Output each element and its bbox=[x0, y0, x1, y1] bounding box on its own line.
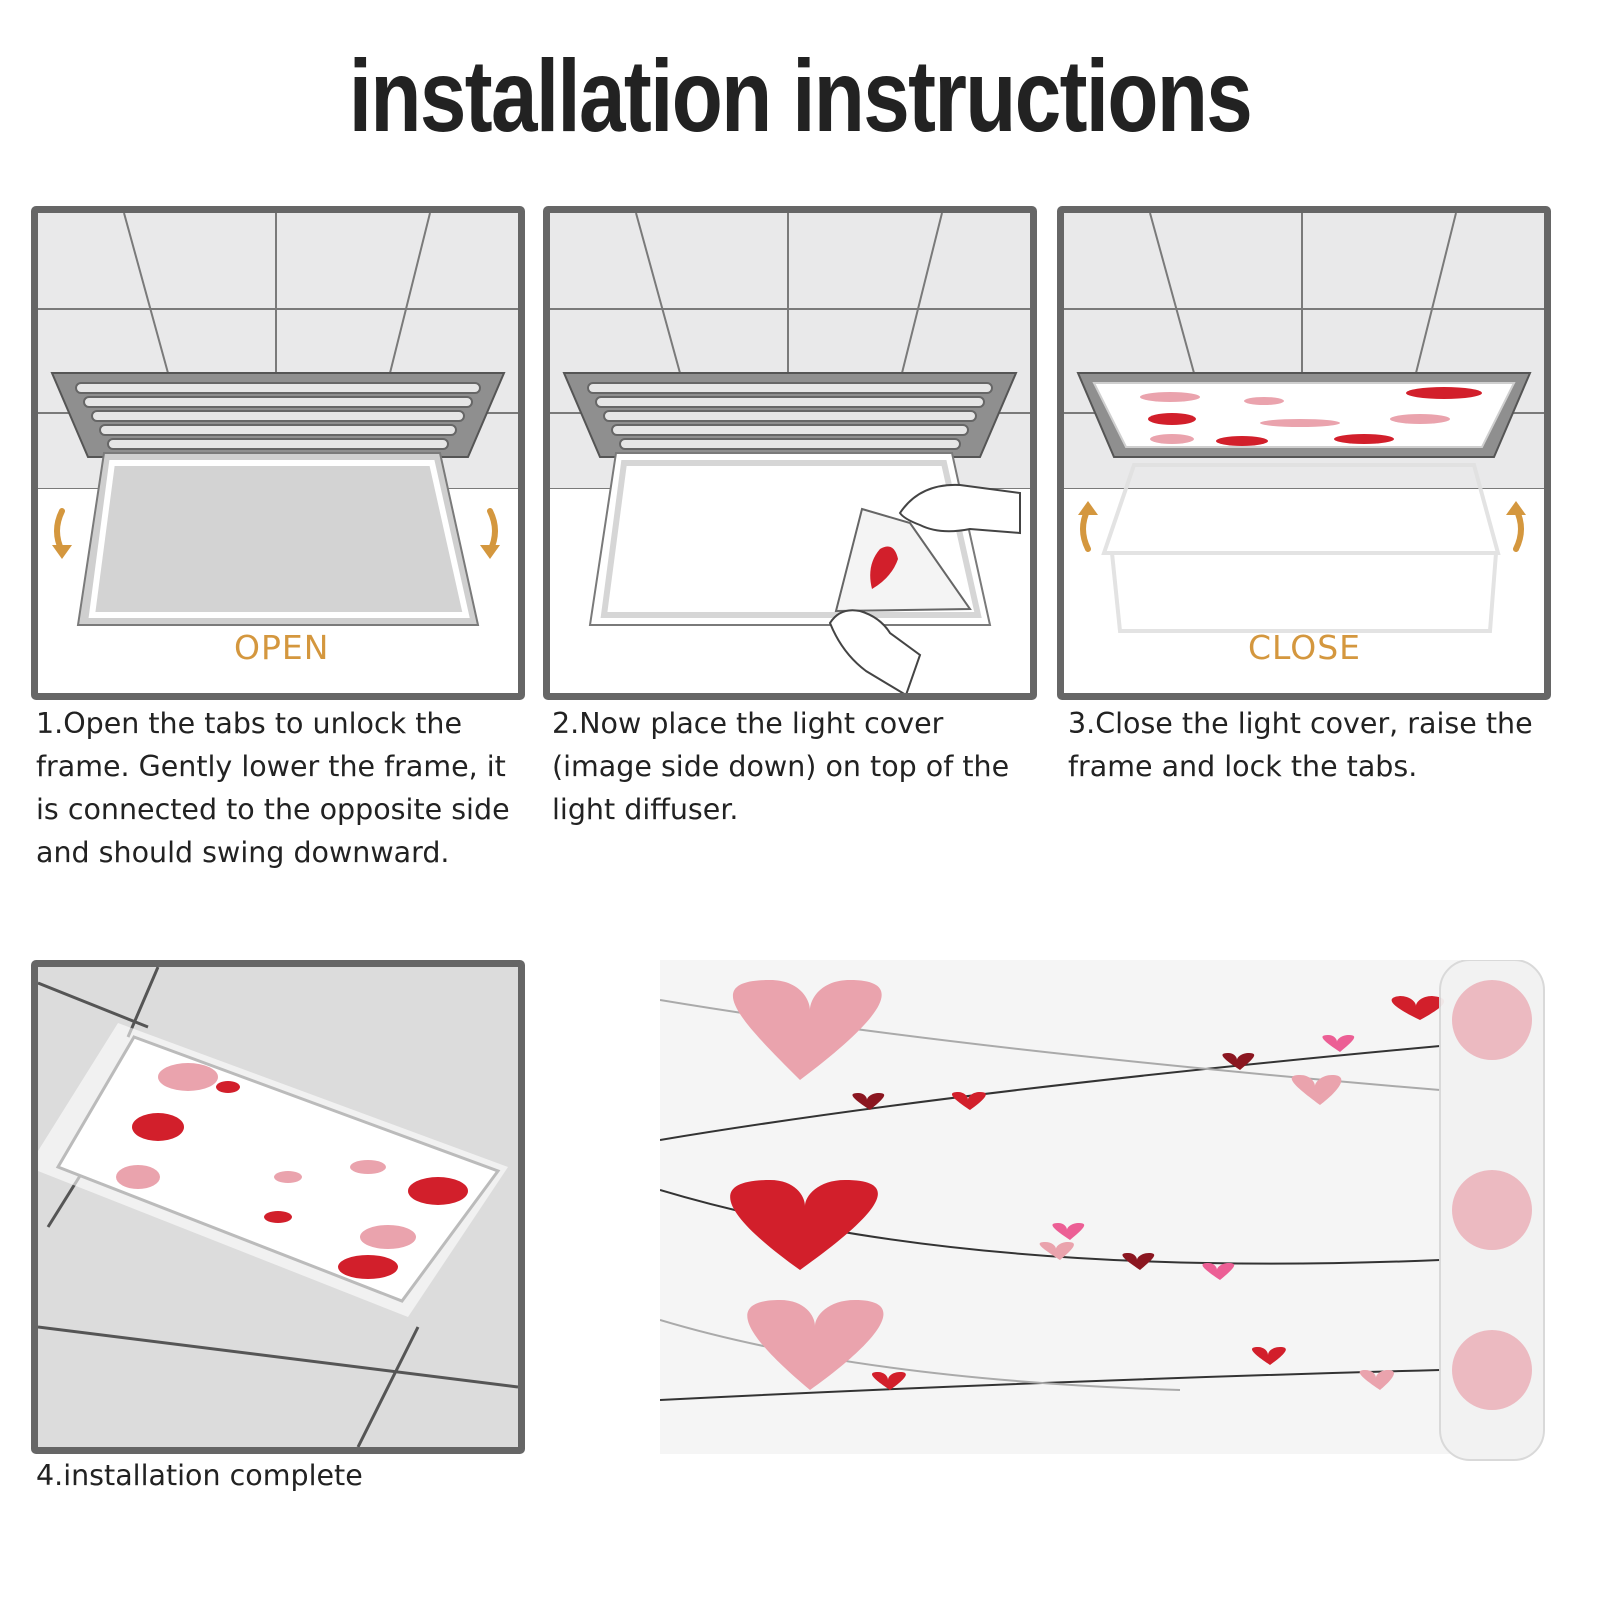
step-3-caption: 3.Close the light cover, raise the frame… bbox=[1068, 707, 1533, 783]
open-label: OPEN bbox=[234, 628, 330, 667]
step-1-illustration bbox=[31, 206, 525, 700]
step-2-caption: 2.Now place the light cover (image side … bbox=[552, 707, 1010, 826]
step-4-caption: 4.installation complete bbox=[36, 1459, 363, 1492]
close-label: CLOSE bbox=[1248, 628, 1362, 667]
light-cover-roll-image bbox=[659, 959, 1560, 1484]
step-3-illustration bbox=[1057, 206, 1551, 700]
step-4-illustration bbox=[31, 960, 525, 1454]
page-title: installation instructions bbox=[348, 39, 1253, 153]
step-1-caption: 1.Open the tabs to unlock the frame. Gen… bbox=[36, 707, 510, 869]
step-2-illustration bbox=[543, 206, 1037, 700]
